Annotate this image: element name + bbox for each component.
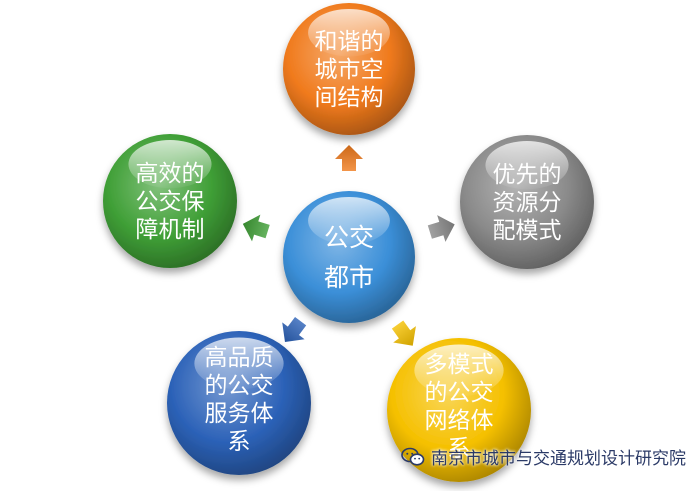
node-top-line: 和谐的 [315,29,384,55]
arrow-to-top [335,145,363,171]
node-center-line: 都市 [324,263,374,292]
node-left-line: 障机制 [136,217,205,243]
arrow-to-left [242,214,270,242]
node-bottom-left-line: 高品质 [205,345,274,371]
node-top-line: 城市空 [315,57,384,83]
node-left-line: 公交保 [136,189,205,215]
wechat-icon [401,447,425,466]
node-bottom-left-line: 系 [228,429,251,455]
node-bottom-right-gloss [414,344,504,397]
node-top-line: 间结构 [315,85,384,111]
node-bottom-left-gloss [194,337,284,390]
node-right-line: 资源分 [493,190,562,216]
watermark: 南京市城市与交通规划设计研究院 [401,444,686,469]
node-group: 和谐的城市空间结构优先的资源分配模式多模式的公交网络体系高品质的公交服务体系高效… [103,3,594,482]
node-center-gloss [308,196,390,245]
node-bottom-right-line: 的公交 [425,380,494,406]
node-top-gloss [308,8,390,57]
node-bottom-right-line: 多模式 [425,352,494,378]
arrow-group [242,145,455,346]
node-bottom-left-line: 的公交 [205,373,274,399]
arrow-to-right [427,215,455,242]
node-right-gloss [485,141,569,190]
arrow-to-bottom-right [391,320,416,346]
arrow-to-bottom-left [282,317,307,342]
node-right-line: 优先的 [493,162,562,188]
node-left-line: 高效的 [136,161,205,187]
node-left-gloss [128,140,212,189]
node-bottom-right-line: 系 [448,436,471,462]
node-bottom-right-line: 网络体 [425,408,494,434]
node-center-line: 公交 [324,223,374,252]
node-bottom-left-line: 服务体 [205,401,274,427]
node-right-line: 配模式 [493,218,562,244]
watermark-text: 南京市城市与交通规划设计研究院 [431,449,686,469]
